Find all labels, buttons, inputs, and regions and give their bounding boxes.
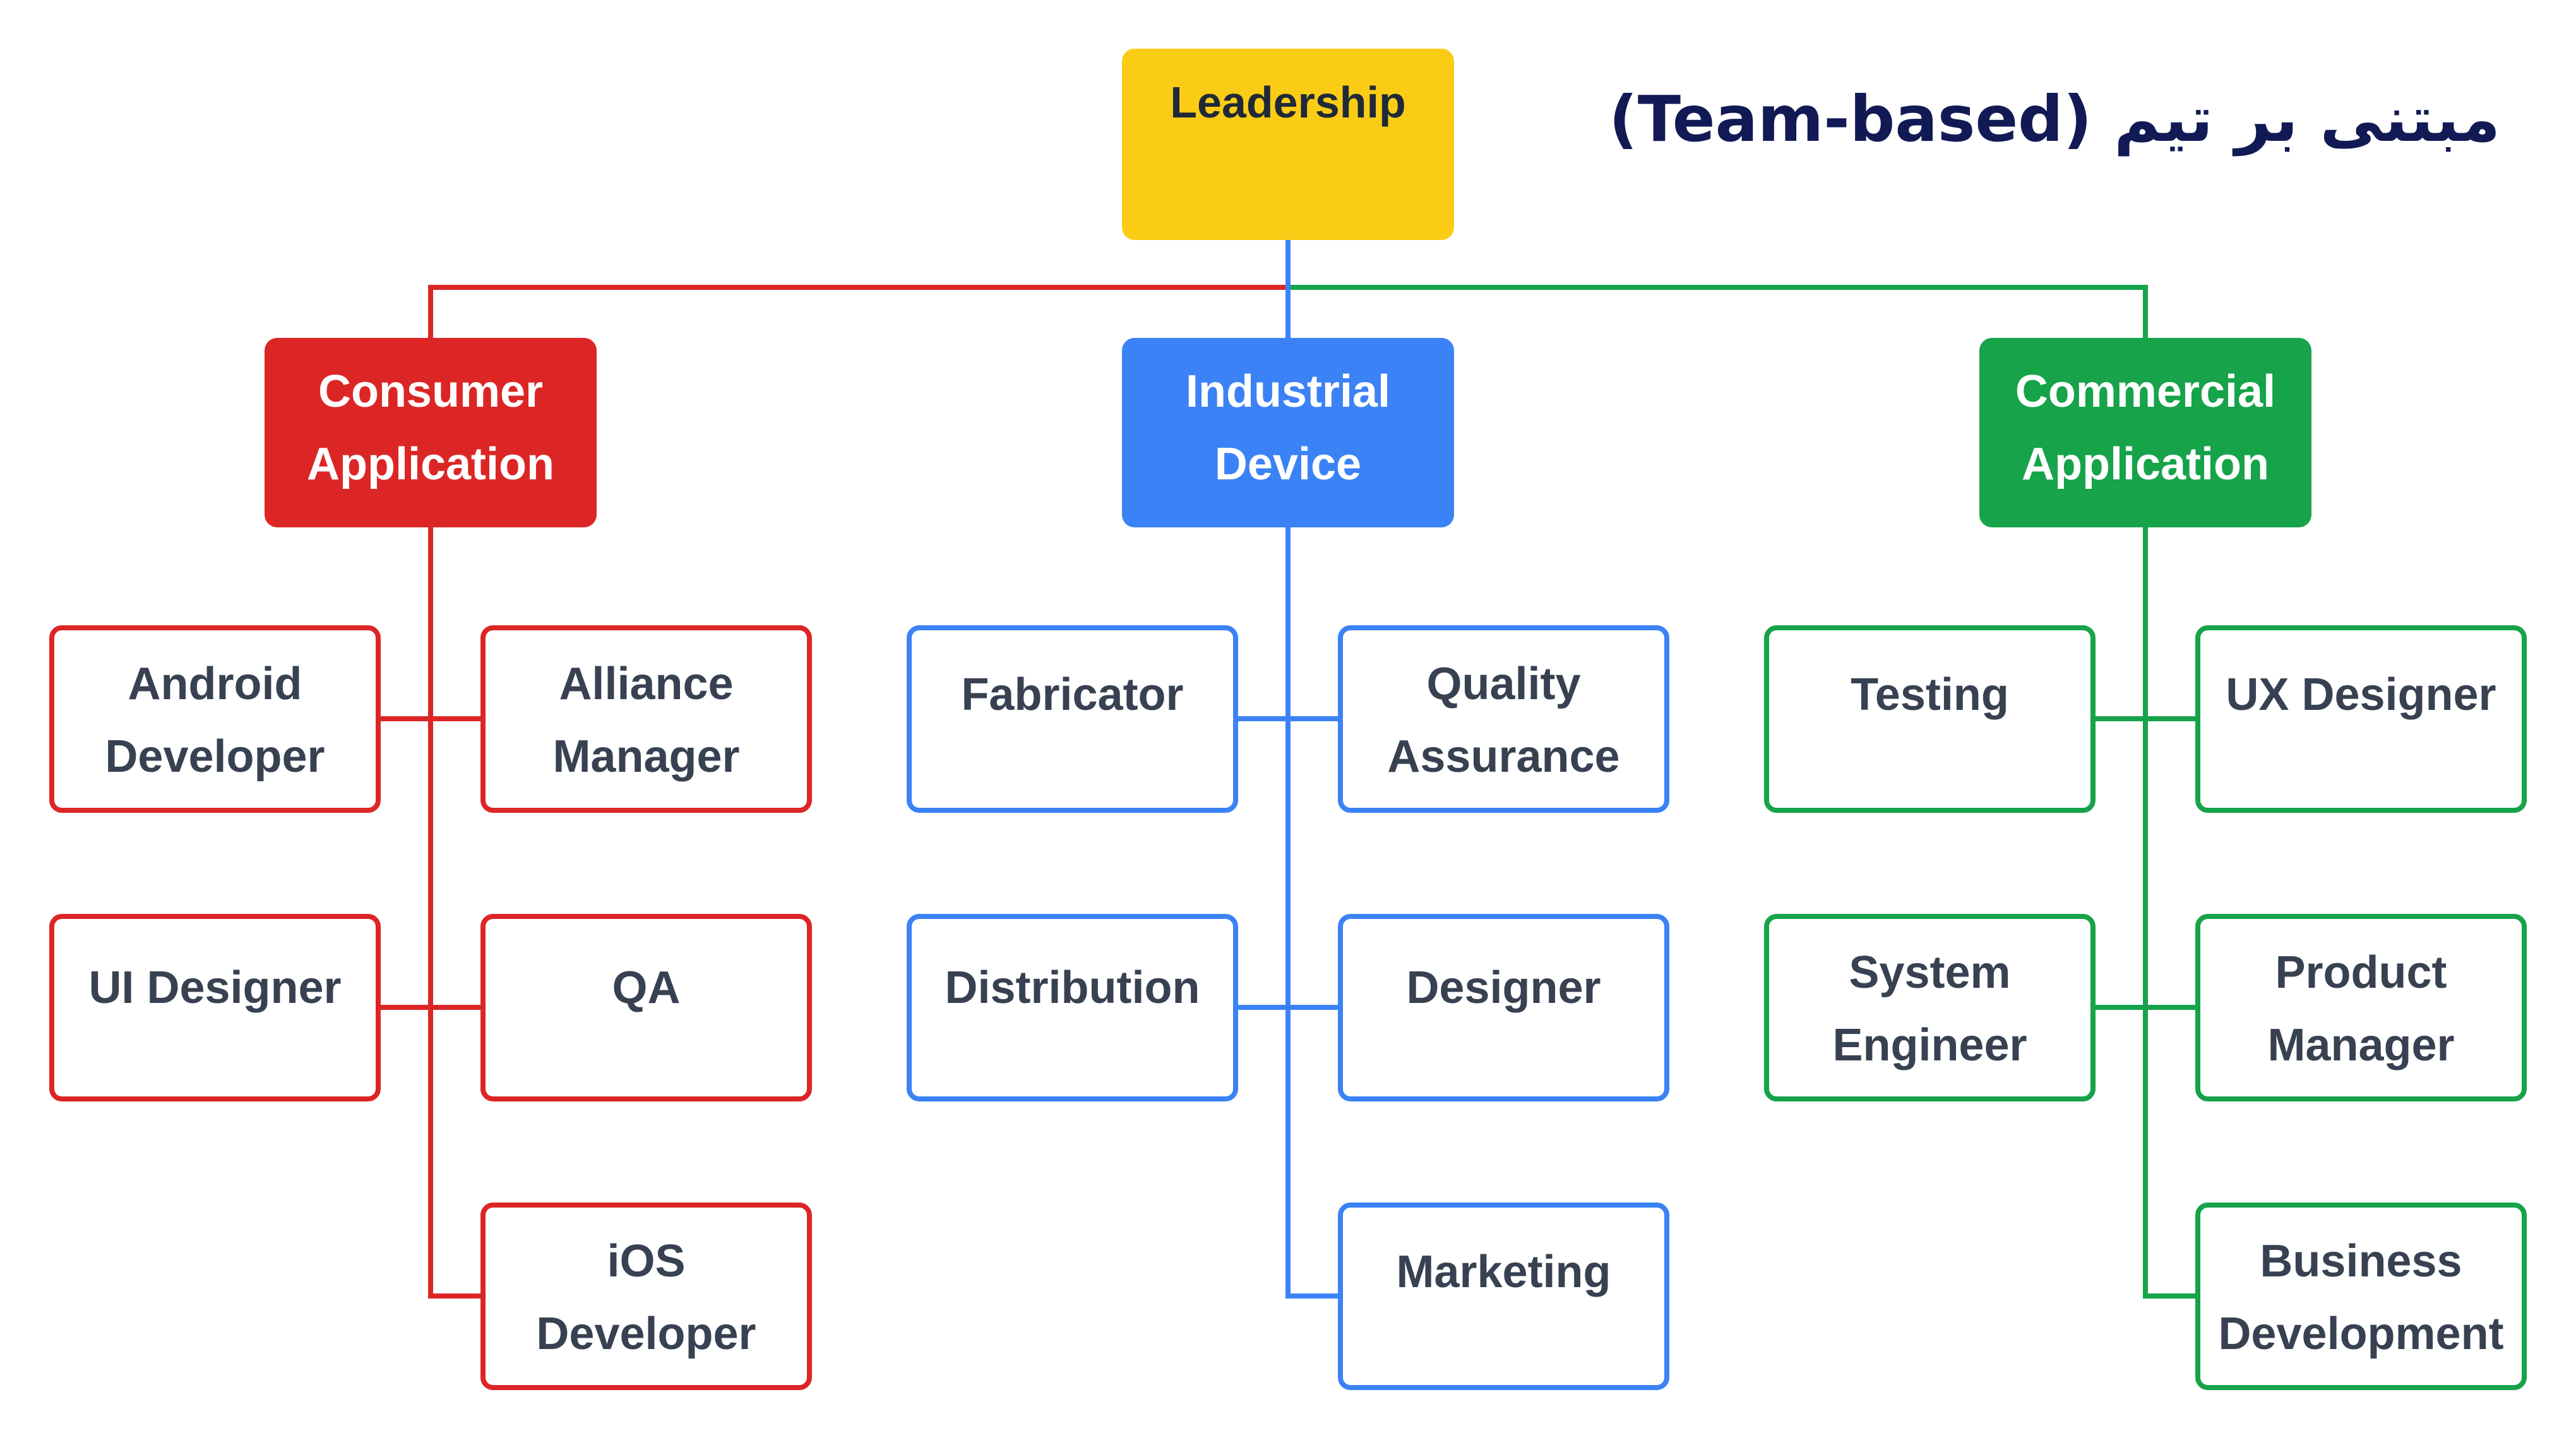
node-qa: QA [480, 914, 812, 1101]
node-system-engineer: System Engineer [1764, 914, 2096, 1101]
consumer-connectors [381, 527, 480, 1299]
node-alliance-manager: Alliance Manager [480, 625, 812, 813]
node-label: Designer [1406, 963, 1601, 1013]
node-label: Android Developer [105, 659, 325, 782]
industrial-connectors [1238, 527, 1338, 1299]
node-designer: Designer [1338, 914, 1669, 1101]
node-label: Testing [1851, 669, 2009, 720]
commercial-trunk [2143, 527, 2195, 1299]
node-label: Product Manager [2267, 947, 2455, 1071]
node-industrial-device: Industrial Device [1122, 338, 1454, 527]
node-label: QA [612, 963, 681, 1013]
node-quality-assurance: Quality Assurance [1338, 625, 1669, 813]
node-fabricator: Fabricator [907, 625, 1238, 813]
node-label: Business Development [2218, 1236, 2504, 1359]
node-business-development: Business Development [2195, 1203, 2527, 1390]
node-ui-designer: UI Designer [49, 914, 381, 1101]
node-label: iOS Developer [536, 1236, 756, 1359]
node-testing: Testing [1764, 625, 2096, 813]
diagram-title: مبتنی بر تیم (Team-based) [1609, 82, 2500, 156]
node-label: Marketing [1396, 1247, 1611, 1297]
connector-leader-consumer [428, 285, 1288, 338]
node-leadership: Leadership [1122, 49, 1454, 240]
node-product-manager: Product Manager [2195, 914, 2527, 1101]
node-leadership-label: Leadership [1170, 78, 1406, 127]
node-label: Quality Assurance [1387, 659, 1620, 782]
node-ios-developer: iOS Developer [480, 1203, 812, 1390]
consumer-trunk [428, 527, 480, 1299]
node-label: UX Designer [2226, 669, 2496, 720]
node-commercial-application: Commercial Application [1979, 338, 2311, 527]
node-consumer-application-label: Consumer Application [307, 366, 554, 489]
node-consumer-application: Consumer Application [265, 338, 597, 527]
commercial-connectors [2096, 527, 2195, 1299]
industrial-trunk [1285, 527, 1338, 1299]
node-industrial-device-label: Industrial Device [1185, 366, 1391, 489]
node-label: System Engineer [1832, 947, 2027, 1071]
node-label: Fabricator [961, 669, 1184, 720]
node-commercial-application-label: Commercial Application [2015, 366, 2276, 489]
node-android-developer: Android Developer [49, 625, 381, 813]
node-distribution: Distribution [907, 914, 1238, 1101]
connector-leader-commercial [1288, 285, 2148, 338]
node-label: Distribution [945, 963, 1200, 1013]
leader-connectors [428, 240, 2148, 338]
node-ux-designer: UX Designer [2195, 625, 2527, 813]
node-label: Alliance Manager [552, 659, 740, 782]
node-marketing: Marketing [1338, 1203, 1669, 1390]
node-label: UI Designer [88, 963, 342, 1013]
